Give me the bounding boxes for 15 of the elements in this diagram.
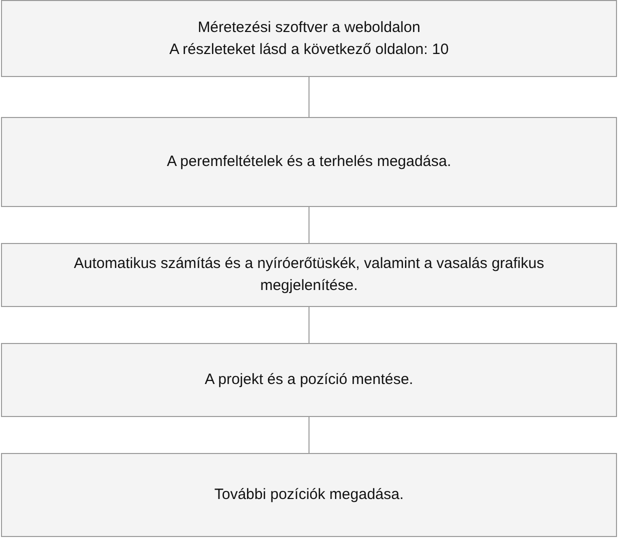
step-text: A részleteket lásd a következő oldalon: 10 [169, 40, 449, 60]
process-box [1, 453, 617, 537]
process-box [1, 343, 617, 417]
step-text: A peremfeltételek és a terhelés megadása. [166, 152, 452, 172]
process-box [1, 0, 617, 77]
connector-line [308, 206, 310, 244]
connector-line [308, 76, 310, 118]
process-box [1, 243, 617, 307]
connector-line [308, 306, 310, 344]
process-box [1, 117, 617, 207]
step-text: Automatikus számítás és a nyíróerőtüskék, valamint a vasalás grafikus megjelenítése. [72, 254, 546, 296]
step-text: A projekt és a pozíció mentése. [204, 370, 414, 390]
step-text: Méretezési szoftver a weboldalon [198, 18, 420, 38]
connector-line [308, 416, 310, 454]
step-text: További pozíciók megadása. [214, 485, 404, 506]
